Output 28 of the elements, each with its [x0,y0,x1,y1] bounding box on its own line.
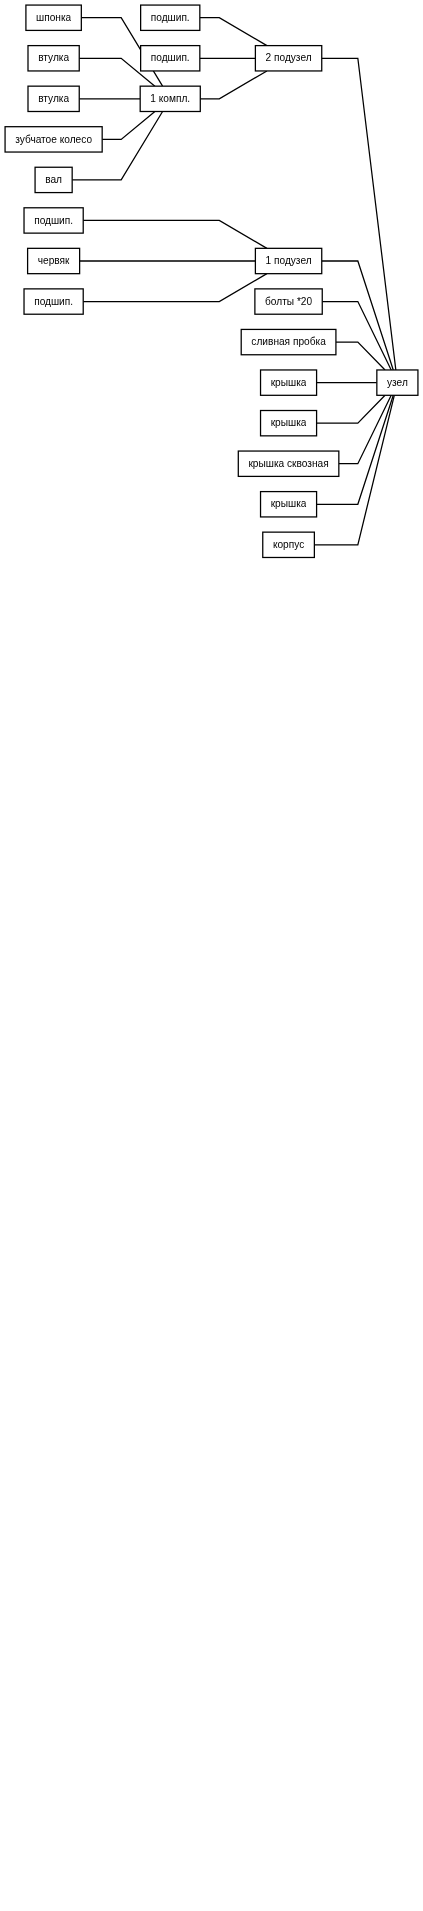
node-box: 2 подузел [254,44,323,72]
node-box: крышка [259,409,318,437]
node-box: 1 подузел [254,247,323,275]
node-box: втулка [27,44,80,72]
node-box: сливная пробка [240,328,337,356]
node-box: зубчатое колесо [4,126,103,153]
node-box: червяк [26,247,81,275]
node-box: подшип. [140,4,201,32]
node-box: втулка [27,85,80,113]
node-box: крышка [259,369,318,396]
connector [199,17,268,47]
connector [338,394,392,465]
node-box: подшип. [23,207,84,234]
connector [335,341,386,371]
connector [321,260,394,371]
connector [79,260,256,262]
node-box: болты *20 [254,288,323,315]
node-box: крышка [259,490,318,518]
node-box: подшип. [140,44,201,72]
node-box: вал [34,166,73,194]
node-box: узел [376,369,419,396]
node-box: подшип. [23,288,84,315]
node-box: шпонка [25,4,82,32]
connector [321,57,397,371]
node-box: корпус [262,531,315,559]
node-box: крышка сквозная [237,450,340,478]
node-box: 1 компл. [139,85,201,113]
connector [199,57,256,59]
